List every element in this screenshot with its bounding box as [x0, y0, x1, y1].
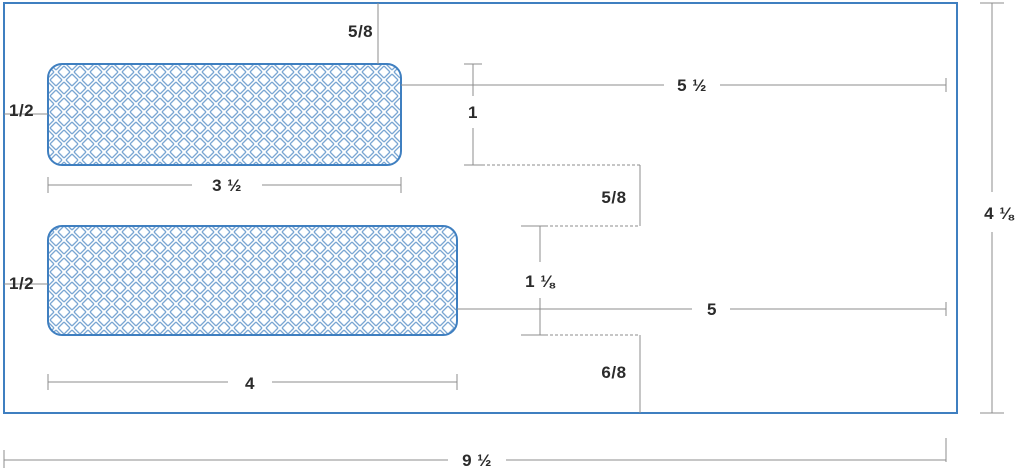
dim-bottom-margin [545, 334, 641, 413]
label-window1-height: 1 [468, 103, 478, 122]
address-window-2 [47, 225, 458, 336]
dim-window2-height [521, 225, 545, 336]
label-window2-left-margin: 1/2 [9, 274, 34, 293]
dim-window1-right-offset [401, 78, 947, 92]
label-window2-right-offset: 5 [707, 300, 717, 319]
dim-window1-width [47, 177, 402, 193]
address-window-1 [47, 63, 402, 166]
dim-window-gap [482, 164, 641, 227]
label-top-margin: 5/8 [348, 22, 373, 41]
dim-window1-height [464, 63, 482, 166]
label-window2-height: 1 ⅛ [525, 272, 556, 291]
dim-window2-width [47, 374, 458, 390]
dim-envelope-width [3, 438, 947, 468]
label-window1-width: 3 ½ [212, 176, 242, 195]
label-envelope-height: 4 ⅛ [984, 204, 1015, 223]
label-bottom-margin: 6/8 [601, 363, 626, 382]
dim-window2-right-offset [457, 302, 947, 316]
label-window1-left-margin: 1/2 [9, 101, 34, 120]
label-window2-width: 4 [245, 374, 255, 393]
label-envelope-width: 9 ½ [462, 451, 492, 470]
label-window1-right-offset: 5 ½ [677, 76, 707, 95]
label-window-gap: 5/8 [601, 188, 626, 207]
dim-envelope-height [980, 2, 1004, 414]
